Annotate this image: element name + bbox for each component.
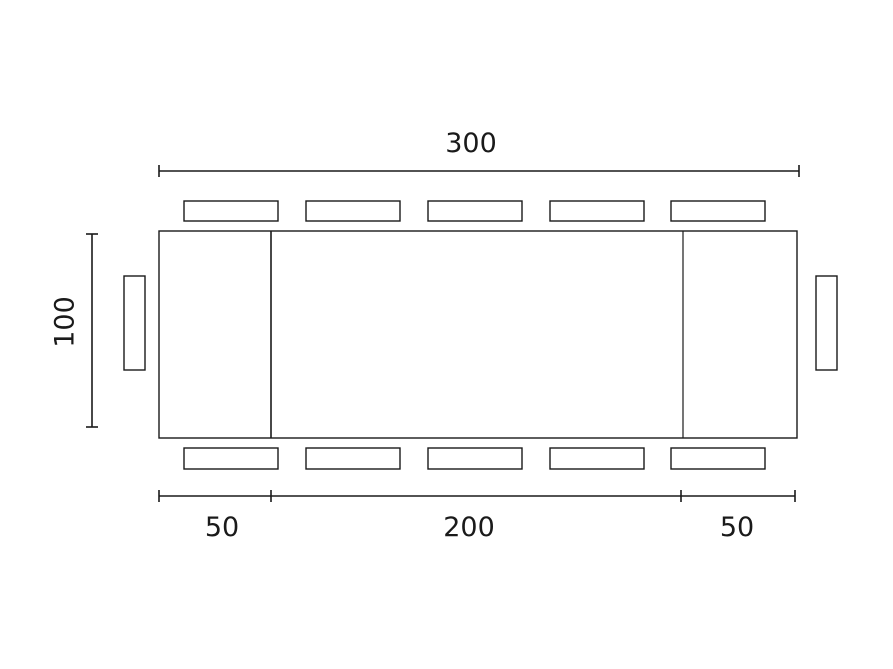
chair-top-2	[305, 200, 401, 222]
label-left-extension: 50	[205, 512, 239, 543]
dimension-top-total: 300	[158, 128, 800, 177]
dimension-bottom-sections: 50 200 50	[158, 490, 796, 543]
chair-bottom-1	[183, 447, 279, 470]
label-center-section: 200	[443, 512, 495, 543]
chair-bottom-5	[670, 447, 766, 470]
label-right-extension: 50	[720, 512, 754, 543]
label-total-length: 300	[445, 128, 497, 159]
table-outline	[158, 230, 798, 439]
table-top	[158, 230, 798, 439]
chair-top-3	[427, 200, 523, 222]
chair-top-5	[670, 200, 766, 222]
chair-top-1	[183, 200, 279, 222]
chair-bottom-3	[427, 447, 523, 470]
chair-top-4	[549, 200, 645, 222]
dimension-left-width: 100	[50, 233, 98, 428]
chair-bottom-4	[549, 447, 645, 470]
chair-left-end	[123, 275, 146, 371]
label-width: 100	[50, 296, 81, 348]
chair-bottom-2	[305, 447, 401, 470]
chair-right-end	[815, 275, 838, 371]
